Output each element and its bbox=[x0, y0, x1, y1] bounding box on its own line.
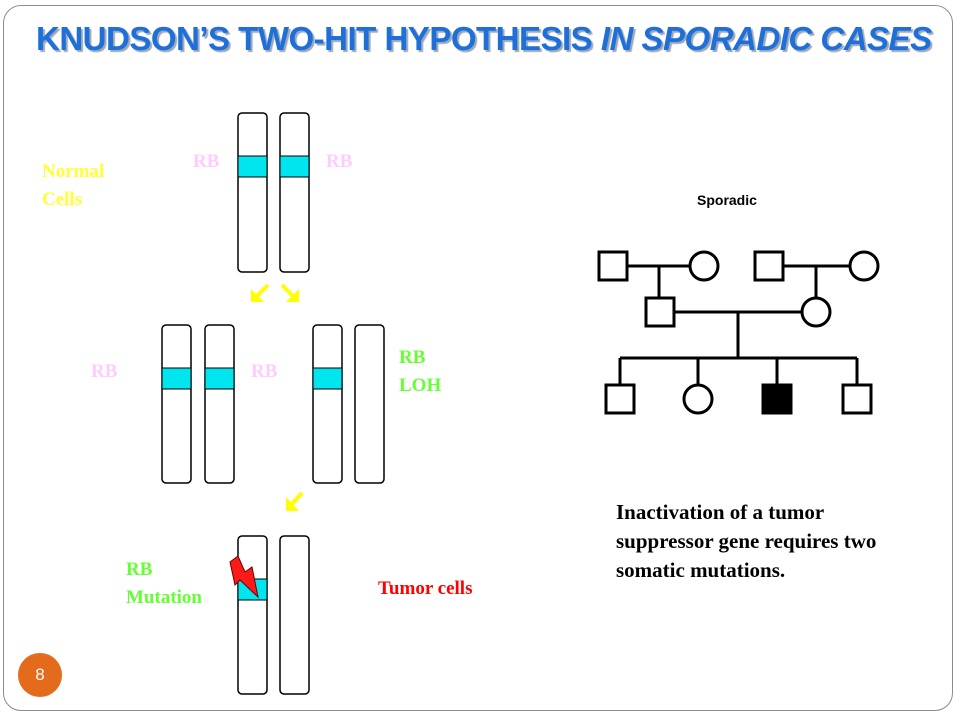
rb-label-loh-left: RB bbox=[91, 361, 118, 382]
lightning-bolt-icon bbox=[229, 555, 259, 599]
rb-band bbox=[204, 367, 235, 390]
caption-line3: somatic mutations. bbox=[616, 558, 786, 582]
chromosome bbox=[204, 324, 235, 484]
slide-title: KNUDSON’S TWO-HIT HYPOTHESIS IN SPORADIC… bbox=[36, 20, 932, 58]
normal-cells-label-line1: Normal bbox=[42, 161, 105, 182]
rb-mutation-label-line1: RB bbox=[126, 559, 153, 580]
slide-number-badge: 8 bbox=[18, 653, 62, 697]
chromosome bbox=[161, 324, 192, 484]
chromosome bbox=[237, 535, 268, 695]
loh-chromosome-pairs bbox=[161, 324, 385, 484]
rb-band bbox=[279, 155, 310, 178]
rb-label-normal-left: RB bbox=[193, 151, 220, 172]
rb-mutation-label-line2: Mutation bbox=[126, 587, 202, 608]
title-main: KNUDSON’S TWO-HIT HYPOTHESIS bbox=[36, 20, 601, 57]
rb-band bbox=[237, 155, 268, 178]
chromosome bbox=[279, 112, 310, 273]
chromosome bbox=[312, 324, 343, 484]
pedigree-male bbox=[753, 250, 785, 282]
pedigree-male bbox=[597, 250, 629, 282]
pedigree-male bbox=[644, 296, 676, 328]
chromosome bbox=[279, 535, 310, 695]
tumor-cells-label: Tumor cells bbox=[378, 578, 473, 599]
chromosome-lost-rb bbox=[354, 324, 385, 484]
pedigree-chart: Sporadic bbox=[597, 192, 880, 415]
pedigree-female bbox=[800, 296, 832, 328]
slide-frame bbox=[3, 5, 953, 711]
normal-cells-label-line2: Cells bbox=[42, 189, 83, 210]
pedigree-female bbox=[688, 250, 720, 282]
rb-band bbox=[312, 367, 343, 390]
pedigree-male bbox=[841, 383, 873, 415]
caption-line2: suppressor gene requires two bbox=[616, 529, 877, 553]
pedigree-male bbox=[604, 383, 636, 415]
pedigree-female bbox=[682, 383, 714, 415]
rb-mutation-label: RB Mutation bbox=[126, 556, 202, 612]
arrow-to-tumor bbox=[286, 491, 304, 511]
arrow-to-second-hit bbox=[251, 283, 299, 302]
rb-loh-label-line1: RB bbox=[399, 347, 426, 368]
normal-cells-label: Normal Cells bbox=[42, 158, 104, 214]
title-italic: IN SPORADIC CASES bbox=[600, 20, 932, 57]
rb-loh-label: RB LOH bbox=[399, 344, 441, 400]
tumor-chromosome-pair bbox=[229, 535, 310, 695]
rb-loh-label-line2: LOH bbox=[399, 375, 442, 396]
pedigree-affected-male bbox=[761, 383, 793, 415]
normal-chromosome-pair bbox=[237, 112, 310, 273]
caption: Inactivation of a tumor suppressor gene … bbox=[616, 498, 956, 585]
pedigree-female bbox=[848, 250, 880, 282]
pedigree-title: Sporadic bbox=[697, 192, 757, 208]
caption-line1: Inactivation of a tumor bbox=[616, 500, 825, 524]
rb-label-normal-right: RB bbox=[326, 151, 353, 172]
rb-band bbox=[161, 367, 192, 390]
rb-label-loh-middle: RB bbox=[251, 361, 278, 382]
chromosome bbox=[237, 112, 268, 273]
